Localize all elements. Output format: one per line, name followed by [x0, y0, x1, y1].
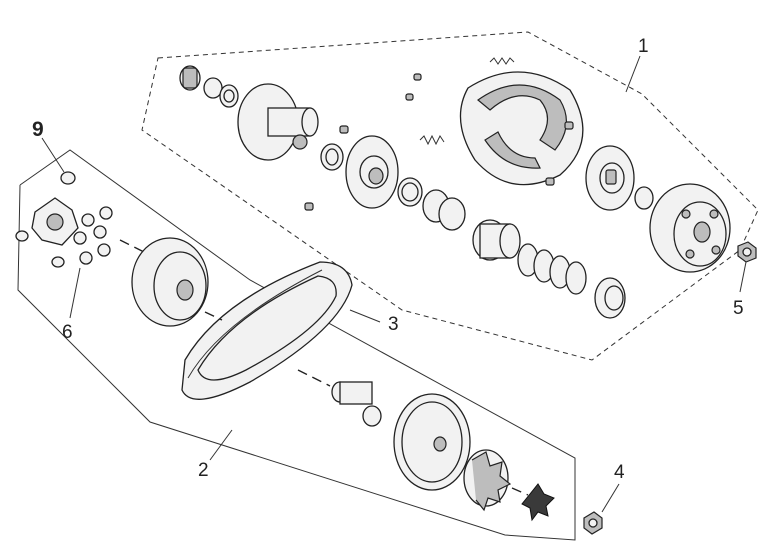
- part-3-drive-belt: [181, 261, 353, 400]
- callout-2: 2: [198, 460, 209, 481]
- callout-5: 5: [733, 298, 744, 319]
- variator-assembly: [15, 171, 555, 522]
- part-4-nut: [583, 511, 603, 535]
- drive-pulley-group-boundary: [17, 149, 576, 541]
- callout-6: 6: [62, 322, 73, 343]
- part-5-nut: [737, 241, 757, 263]
- callout-3: 3: [388, 314, 399, 335]
- callout-4: 4: [614, 462, 625, 483]
- clutch-assembly: [179, 57, 731, 319]
- callout-1: 1: [638, 36, 649, 57]
- callout-9: 9: [32, 118, 44, 141]
- clutch-group-boundary: [141, 31, 759, 361]
